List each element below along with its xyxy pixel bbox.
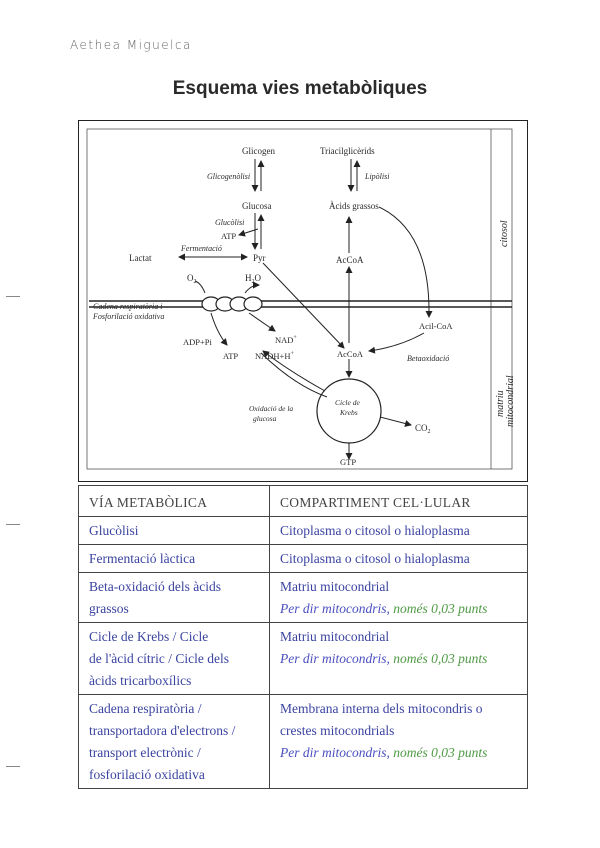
label-citosol: citosol: [499, 220, 510, 247]
label-pyr: Pyr: [253, 253, 266, 263]
label-gtp: GTP: [340, 457, 356, 467]
author-handwriting: Aethea Miguelca: [70, 38, 192, 52]
h2o-arc: [244, 281, 260, 294]
table-row: Cadena respiratòria / transportadora d'e…: [78, 694, 528, 789]
label-lactat: Lactat: [129, 253, 152, 263]
pathway-line: Glucòlisi: [89, 523, 139, 538]
label-betaoxidacio: Betaoxidació: [407, 354, 449, 363]
table-row: Beta-oxidació dels àcids grassos Matriu …: [78, 572, 528, 623]
label-cadena-2: Fosforilació oxidativa: [92, 312, 164, 321]
label-oxidacio-1: Oxidació de la: [249, 404, 293, 413]
arrow-nadh-chain-2: [260, 352, 328, 398]
column-header-compartment: COMPARTIMENT CEL·LULAR: [269, 485, 528, 517]
compartment-line: Matriu mitocondrial: [280, 629, 390, 644]
label-triacilgliserids: Triacilglicèrids: [320, 146, 375, 156]
pathway-cell: Beta-oxidació dels àcids grassos: [78, 572, 270, 623]
label-atp-top: ATP: [221, 231, 236, 241]
arrow-pyr-accoa: [262, 262, 345, 349]
grading-note: Per dir mitocondris, només 0,03 punts: [280, 601, 488, 616]
label-matriu-1: matriu: [495, 390, 506, 417]
compartment-line: Citoplasma o citosol o hialoplasma: [280, 551, 470, 566]
pathway-cell: Cadena respiratòria / transportadora d'e…: [78, 694, 270, 789]
margin-mark: [6, 766, 20, 767]
compartment-cell: Citoplasma o citosol o hialoplasma: [269, 516, 528, 545]
column-header-pathway: VÍA METABÒLICA: [78, 485, 270, 517]
arrow-betaoxidacio: [368, 332, 425, 354]
table-row: Fermentació làctica Citoplasma o citosol…: [78, 544, 528, 573]
label-acids-grassos: Àcids grassos: [329, 201, 379, 211]
pathway-cell: Fermentació làctica: [78, 544, 270, 573]
label-co2: CO2: [415, 423, 431, 435]
arrow-co2: [379, 416, 412, 427]
label-cicle-1: Cicle de: [335, 398, 360, 407]
respiratory-chain: [201, 296, 263, 312]
compartment-cell: Citoplasma o citosol o hialoplasma: [269, 544, 528, 573]
table-header-row: VÍA METABÒLICA COMPARTIMENT CEL·LULAR: [78, 485, 528, 517]
label-fermentacio: Fermentació: [180, 244, 222, 253]
label-accoa-top: AcCoA: [336, 255, 364, 265]
label-lipolisi: Lipòlisi: [364, 172, 389, 181]
label-atp-bottom: ATP: [223, 351, 238, 361]
label-glicogen: Glicogen: [242, 146, 275, 156]
compartment-line: Matriu mitocondrial: [280, 579, 390, 594]
grading-note: Per dir mitocondris, només 0,03 punts: [280, 745, 488, 760]
compartment-line: Citoplasma o citosol o hialoplasma: [280, 523, 470, 538]
label-nadh: NADH+H+: [255, 351, 295, 361]
pathway-cell: Glucòlisi: [78, 516, 270, 545]
pathway-table: VÍA METABÒLICA COMPARTIMENT CEL·LULAR Gl…: [78, 485, 528, 789]
pathway-line: transport electrònic /: [89, 745, 201, 760]
grading-points: només 0,03 punts: [393, 651, 488, 666]
pathway-line: grassos: [89, 601, 129, 616]
label-matriu-2: mitocondrial: [505, 375, 516, 427]
arrow-nad: [248, 312, 276, 332]
label-nad: NAD+: [275, 335, 297, 345]
pathway-line: transportadora d'electrons /: [89, 723, 236, 738]
compartment-line: Membrana interna dels mitocondris o: [280, 701, 483, 716]
label-adp-pi: ADP+Pi: [183, 337, 213, 347]
margin-mark: [6, 296, 20, 297]
compartment-cell: Matriu mitocondrial Per dir mitocondris,…: [269, 622, 528, 695]
pathway-cell: Cicle de Krebs / Cicle de l'àcid cítric …: [78, 622, 270, 695]
arrow-nadh-chain: [262, 350, 326, 392]
pathway-line: fosforilació oxidativa: [89, 767, 205, 782]
label-glucosa: Glucosa: [242, 201, 272, 211]
table-row: Glucòlisi Citoplasma o citosol o hialopl…: [78, 516, 528, 545]
label-o2: O2: [187, 273, 197, 285]
label-accoa-bottom: AcCoA: [337, 349, 364, 359]
metabolic-diagram: Glicogen Triacilglicèrids Glicogenòlisi …: [78, 120, 528, 482]
margin-mark: [6, 524, 20, 525]
pathway-line: Cadena respiratòria /: [89, 701, 202, 716]
arrow-atp: [238, 228, 259, 237]
label-oxidacio-2: glucosa: [253, 414, 277, 423]
o2-arc: [194, 280, 206, 294]
label-cicle-2: Krebs: [339, 408, 358, 417]
pathway-line: Cicle de Krebs / Cicle: [89, 629, 209, 644]
label-glicogenolisi: Glicogenòlisi: [207, 172, 250, 181]
grading-points: només 0,03 punts: [393, 745, 488, 760]
pathway-line: àcids tricarboxílics: [89, 673, 192, 688]
label-glucolisi: Glucòlisi: [215, 218, 244, 227]
label-cadena-1: Cadena respiratòria i: [93, 302, 162, 311]
pathway-line: Fermentació làctica: [89, 551, 196, 566]
compartment-cell: Matriu mitocondrial Per dir mitocondris,…: [269, 572, 528, 623]
page-title: Esquema vies metabòliques: [172, 78, 428, 99]
table-row: Cicle de Krebs / Cicle de l'àcid cítric …: [78, 622, 528, 695]
pathway-line: de l'àcid cítric / Cicle dels: [89, 651, 230, 666]
label-h2o: H2O: [245, 273, 262, 285]
compartment-line: crestes mitocondrials: [280, 723, 395, 738]
arrow-acil-transport: [378, 206, 433, 318]
arrow-atp-synth: [210, 312, 228, 346]
label-acil-coa: Acil-CoA: [419, 321, 453, 331]
compartment-cell: Membrana interna dels mitocondris o cres…: [269, 694, 528, 789]
grading-note: Per dir mitocondris, només 0,03 punts: [280, 651, 488, 666]
grading-points: només 0,03 punts: [393, 601, 488, 616]
pathway-line: Beta-oxidació dels àcids: [89, 579, 221, 594]
diagram-svg: Glicogen Triacilglicèrids Glicogenòlisi …: [86, 128, 516, 470]
inner-frame: [86, 128, 513, 470]
